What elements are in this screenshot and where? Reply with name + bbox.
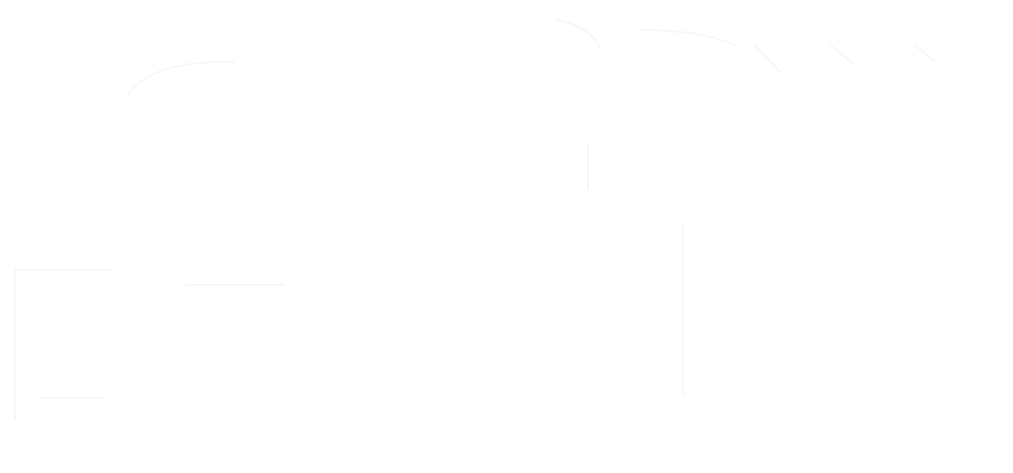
ghost-curve [127, 60, 236, 96]
ghost-curve [829, 44, 856, 66]
ghost-curve [554, 19, 601, 49]
ghost-curve [639, 29, 736, 46]
ghost-curve [914, 44, 936, 63]
ghost-curve [754, 44, 781, 73]
